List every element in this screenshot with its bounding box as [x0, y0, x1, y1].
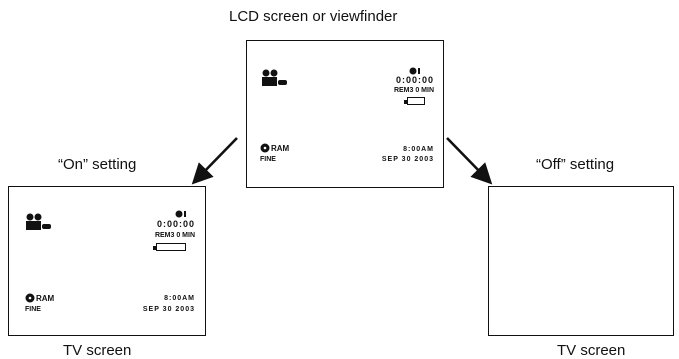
tv-screen-off — [488, 186, 674, 336]
disc-type: RAM — [271, 144, 290, 153]
remaining-time: REM3 0 MIN — [393, 87, 434, 94]
time-counter: 0:00:00 — [156, 219, 195, 229]
disc-type: RAM — [36, 294, 55, 303]
lcd-screen: 0:00:00 REM3 0 MIN RAM FINE 8:00AM SEP 3… — [246, 40, 444, 188]
video-camera-icon — [26, 213, 51, 230]
quality-mode: FINE — [260, 156, 276, 163]
date: SEP 30 2003 — [381, 156, 434, 163]
clock: 8:00AM — [164, 295, 195, 302]
off-setting-caption: “Off” setting — [536, 156, 615, 173]
arrow-down-left-icon — [191, 137, 238, 185]
record-indicator-icon — [409, 67, 420, 75]
clock: 8:00AM — [403, 146, 434, 153]
battery-icon — [404, 97, 425, 105]
on-setting-caption: “On” setting — [58, 156, 137, 173]
quality-mode: FINE — [25, 306, 41, 313]
dvd-ram-disc-icon — [25, 293, 35, 303]
tv-screen-on: 0:00:00 REM3 0 MIN RAM FINE 8:00AM SEP 3… — [8, 186, 206, 336]
date: SEP 30 2003 — [142, 306, 195, 313]
time-counter: 0:00:00 — [395, 75, 434, 85]
tv-screen-right-caption: TV screen — [557, 342, 626, 359]
arrow-down-right-icon — [446, 137, 493, 185]
record-indicator-icon — [175, 210, 186, 218]
tv-screen-left-caption: TV screen — [63, 342, 132, 359]
dvd-ram-disc-icon — [260, 143, 270, 153]
battery-icon — [153, 243, 186, 251]
lcd-caption: LCD screen or viewfinder — [229, 8, 398, 25]
remaining-time: REM3 0 MIN — [154, 232, 195, 239]
video-camera-icon — [262, 69, 287, 86]
